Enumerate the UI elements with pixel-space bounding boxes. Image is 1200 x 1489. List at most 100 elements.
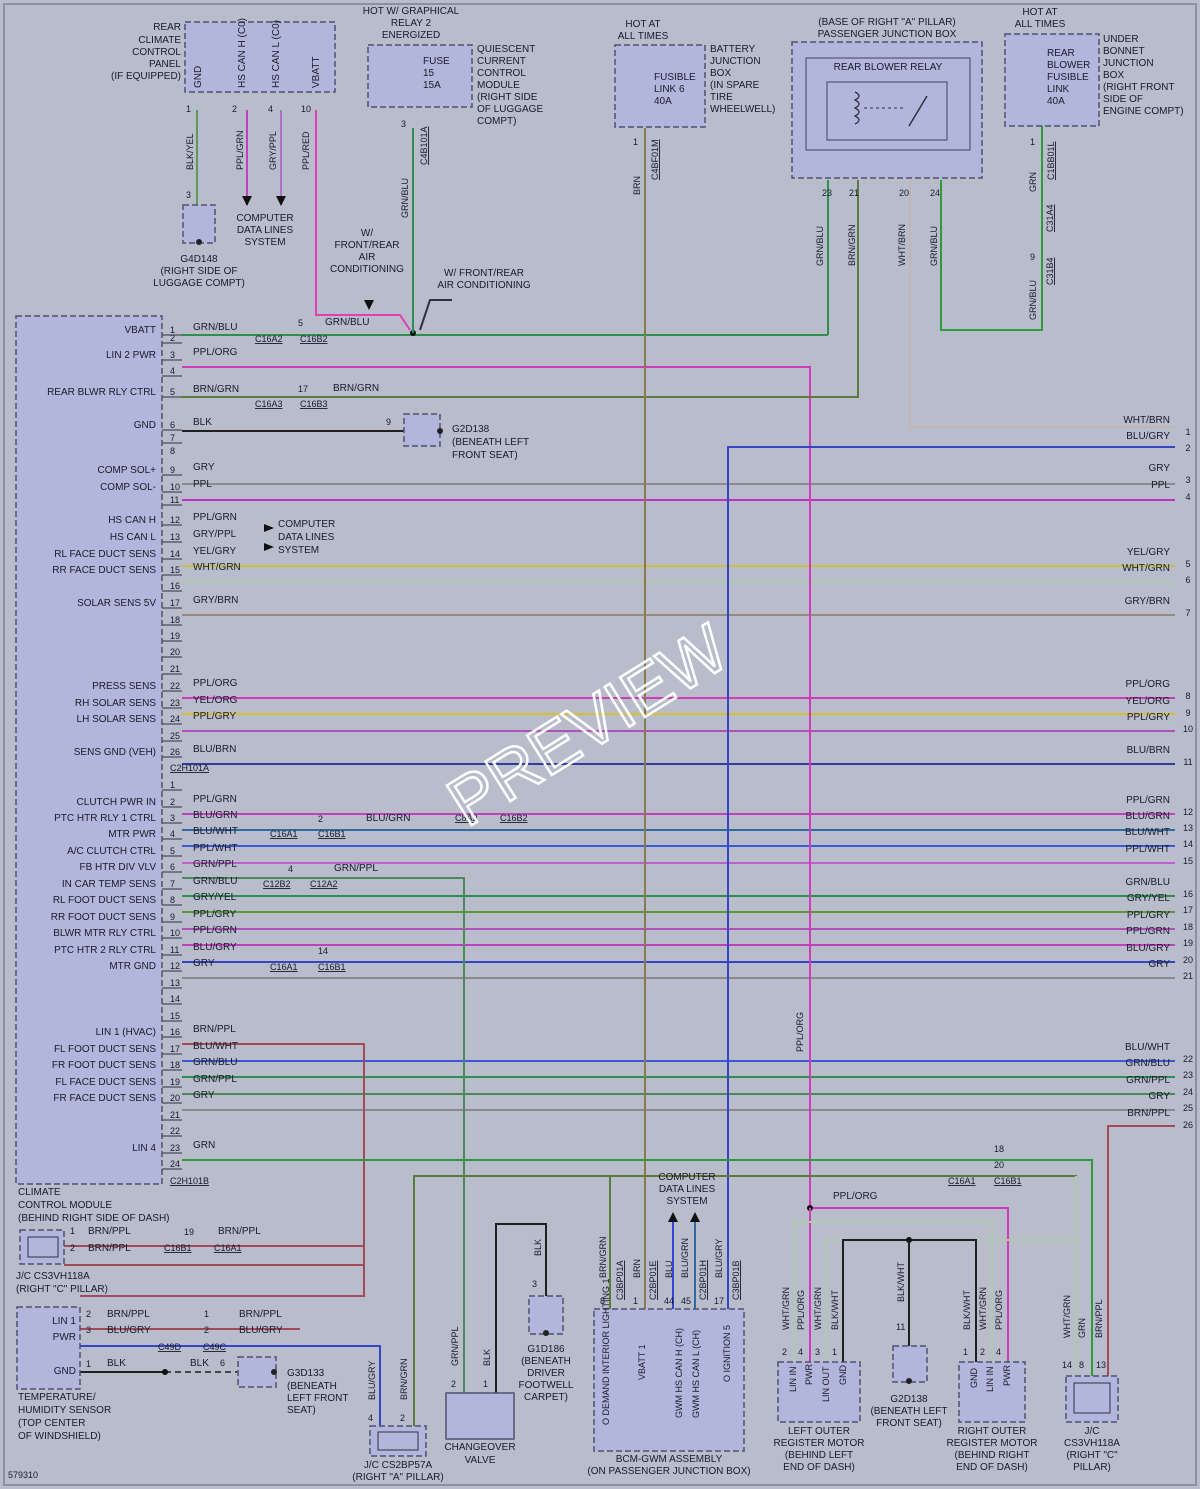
right-wire-label-24: GRN/PPL	[1126, 1075, 1170, 1086]
bcm-conn-2: C2BP01E	[648, 1260, 658, 1300]
right-wire-label-3: GRY	[1149, 463, 1171, 474]
ccm-a-pin-13: 13	[170, 532, 180, 542]
wfr1-1: W/	[361, 228, 373, 239]
ths-line3: (TOP CENTER	[18, 1418, 85, 1429]
ccm-b-label-8: RL FOOT DUCT SENS	[53, 895, 156, 906]
quiescent-current-module	[367, 44, 473, 108]
jc-cs3vh118a-left	[19, 1229, 65, 1265]
ccm-a-pin-4: 4	[170, 366, 175, 376]
bcm-pin-1: 1	[633, 1296, 638, 1306]
ground-g4d148	[182, 204, 216, 244]
right-wire-label-10: PPL/GRY	[1127, 712, 1170, 723]
wire-fb-htr	[182, 877, 465, 1393]
w-frontrear-1: W/ FRONT/REAR AIR CONDITIONING	[330, 228, 404, 275]
right-wire-label-9: YEL/ORG	[1126, 696, 1171, 707]
ground-g1d186	[528, 1295, 564, 1335]
ubjb-wire2: GRN/BLU	[1028, 280, 1038, 320]
ccm-b-label-23: LIN 4	[132, 1143, 156, 1154]
brngrn-label: BRN/GRN	[333, 383, 379, 394]
g2d138-1: G2D138	[452, 424, 490, 435]
pin4-label: 4	[288, 864, 293, 874]
grnblu-vbatt-label: GRN/BLU	[325, 317, 369, 328]
ths-line4: OF WINDSHIELD)	[18, 1431, 101, 1442]
lorm-pinlabel-4: GND	[838, 1365, 848, 1386]
pin5-label: 5	[298, 318, 303, 328]
jc2-pin4: 4	[368, 1413, 373, 1423]
pjb-pin-20: 20	[899, 188, 909, 198]
ccm-a-wire-12: PPL/GRN	[193, 512, 237, 523]
rear-climate-panel-title: REAR CLIMATE CONTROL PANEL (IF EQUIPPED)	[111, 22, 181, 82]
ccm-b-pin-17: 17	[170, 1044, 180, 1054]
bcm-pin-8: 8	[600, 1296, 605, 1306]
qccm-7: COMPT)	[477, 116, 516, 127]
ccm-b-pin-13: 13	[170, 978, 180, 988]
lorm-line1: LEFT OUTER	[788, 1426, 850, 1437]
ccm-a-label-12: HS CAN H	[108, 515, 156, 526]
ccm-a-pin-15: 15	[170, 565, 180, 575]
ccm-a-pin-6: 6	[170, 420, 175, 430]
arrow-down-icon-1	[276, 196, 286, 206]
fl6-2: LINK 6	[654, 84, 685, 95]
jc-cs3vh118a-right	[1065, 1375, 1119, 1423]
pin9-gnd-label: 9	[386, 417, 391, 427]
ubjb-fuse: REAR BLOWER FUSIBLE LINK 40A	[1047, 48, 1090, 107]
pplorg-branch: PPL/ORG	[833, 1191, 878, 1202]
c8a2-label: C8A2	[455, 813, 478, 823]
bjb-3: BOX	[710, 68, 731, 79]
wfr1-3: AIR	[359, 252, 376, 263]
right-pin-1: 1	[1185, 427, 1190, 437]
bcm-can-l-arrow-icon	[690, 1212, 700, 1222]
bcm-wire-brn: BRN	[632, 1259, 642, 1278]
ground-g4d148-dot	[196, 239, 202, 245]
c16a1-label-1: C16A1	[270, 829, 298, 839]
rcp-wire-1: BLK/YEL	[185, 133, 195, 170]
jc1-pin19: 19	[184, 1227, 194, 1237]
bjb-pin: 1	[633, 137, 638, 147]
c16a3-label: C16A3	[255, 399, 283, 409]
jc3-pin-14: 14	[1062, 1360, 1072, 1370]
blugrn-inline: BLU/GRN	[366, 813, 410, 824]
bcm-pinlabel-1: O DEMAND INTERIOR LIGHTING 1	[601, 1278, 611, 1425]
bjb-head-2: ALL TIMES	[618, 31, 669, 42]
rcp-title-5: (IF EQUIPPED)	[111, 71, 181, 82]
right-wire-label-6: WHT/GRN	[1122, 563, 1170, 574]
right-pin-25: 25	[1183, 1103, 1193, 1113]
ccm-a-pin-7: 7	[170, 433, 175, 443]
c16a2-label: C16A2	[255, 334, 283, 344]
cv-wire1: GRN/PPL	[450, 1326, 460, 1366]
ccm-b-label-16: LIN 1 (HVAC)	[96, 1027, 156, 1038]
arrow-can-h-icon	[264, 524, 274, 532]
temp-humidity-sensor	[16, 1306, 81, 1390]
ccm-a-pin-1: 1	[170, 325, 175, 335]
rcp-title-2: CLIMATE	[138, 35, 181, 46]
ubjb-4: BOX	[1103, 70, 1124, 81]
g2d138b-wire: BLK/WHT	[896, 1261, 906, 1302]
bcm-conn-3: C2BP01H	[698, 1260, 708, 1300]
bjb-5: TIRE	[710, 92, 733, 103]
qccm-wire: GRN/BLU	[400, 178, 410, 218]
wfr2-2: AIR CONDITIONING	[437, 280, 531, 291]
ths-pin-pwr: PWR	[53, 1332, 76, 1343]
ccm-b-pin-18: 18	[170, 1060, 180, 1070]
right-pin-19: 19	[1183, 938, 1193, 948]
pjb-head-1: (BASE OF RIGHT "A" PILLAR)	[818, 17, 956, 28]
bjb-head-1: HOT AT	[625, 19, 660, 30]
bcm-cdls-2: DATA LINES	[659, 1184, 716, 1195]
ubjb-3: JUNCTION	[1103, 58, 1154, 69]
g2d138-dot	[437, 428, 443, 434]
ccm-title-2: CONTROL MODULE	[18, 1200, 112, 1211]
ccm-a-pin-19: 19	[170, 631, 180, 641]
ccm-a-pin-18: 18	[170, 615, 180, 625]
rbfl-2: BLOWER	[1047, 60, 1090, 71]
c16b1-label-2: C16B1	[318, 962, 346, 972]
ccm-b-wire-11: BLU/GRY	[193, 942, 237, 953]
ubjb-head-2: ALL TIMES	[1015, 19, 1066, 30]
ccm-b-pin-1: 1	[170, 780, 175, 790]
g1d186-5: CARPET)	[524, 1392, 568, 1403]
g4d148-line1: G4D148	[180, 254, 218, 265]
right-pin-26: 26	[1183, 1120, 1193, 1130]
ccm-a-wire-23: YEL/ORG	[193, 695, 238, 706]
ubjb-wire1: GRN	[1028, 172, 1038, 192]
ccm-b-wire-8: GRY/YEL	[193, 892, 237, 903]
ubjb-pin1: 1	[1030, 137, 1035, 147]
